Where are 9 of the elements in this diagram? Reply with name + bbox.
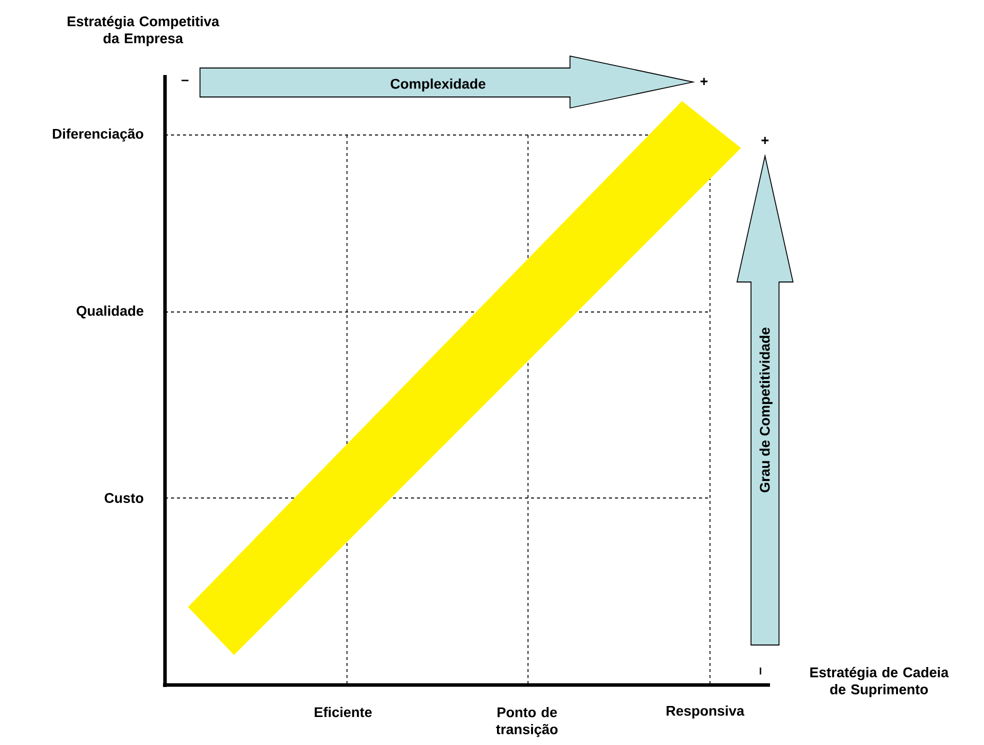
tick-label: Diferenciação [52, 128, 144, 142]
axis-title: Estratégia de Cadeia de Suprimento [810, 666, 949, 698]
tick-label: Eficiente [314, 706, 372, 718]
tick-label: Qualidade [76, 306, 144, 318]
tick-label: Custo [104, 493, 144, 503]
tick-label: Responsiva [666, 705, 744, 719]
minus-sign: – [760, 668, 762, 674]
tick-label: Ponto de transição [496, 706, 558, 738]
axis-title: Estratégia Competitiva da Empresa [68, 16, 220, 46]
